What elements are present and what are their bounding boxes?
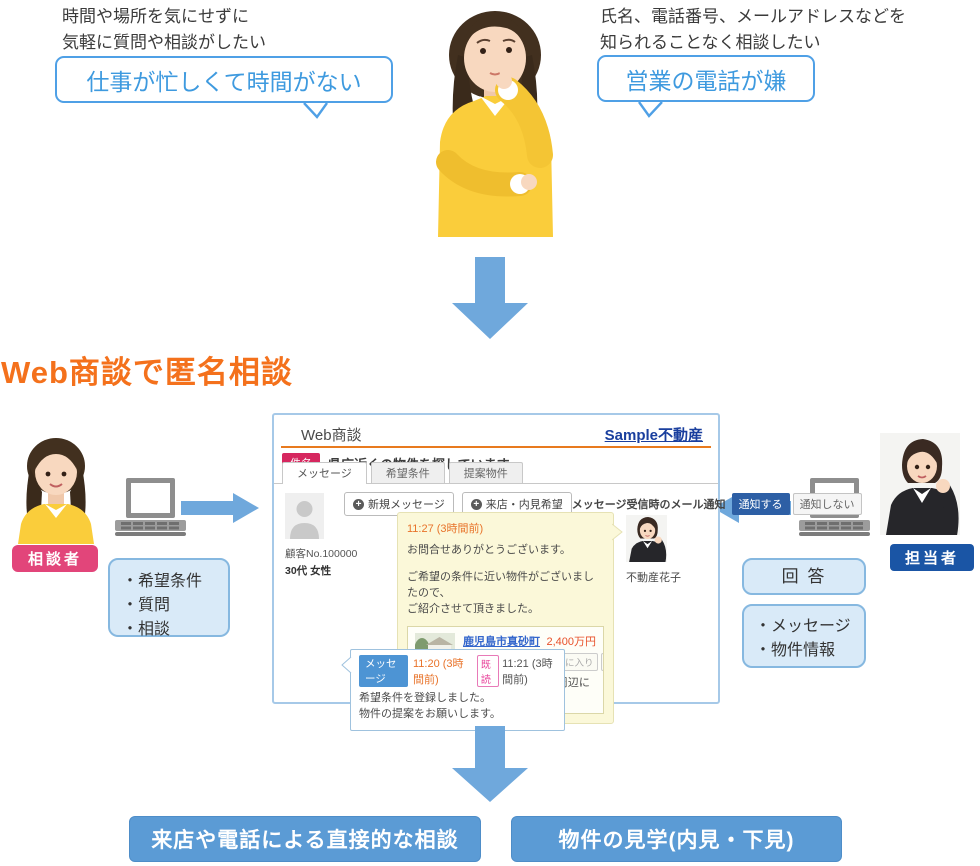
read-badge: 既読 [476,655,500,687]
speech-bubble-tail [637,97,664,118]
down-arrow-icon [452,257,528,339]
message-badge: メッセージ [359,655,408,687]
property-head: 鹿児島市真砂町 2,400万円 [463,633,596,649]
new-message-button-label: 新規メッセージ [368,499,445,511]
customer-avatar [285,493,324,539]
bubble-tail-left [341,656,352,677]
section-heading: Web商談で匿名相談 [1,355,293,390]
customer-profile: 30代 女性 [285,565,332,577]
anonymity-wish-note: 氏名、電話番号、メールアドレスなどを 知られることなく相談したい [600,7,906,52]
client-wish-note: 時間や場所を気にせずに 気軽に質問や相談がしたい [62,7,266,52]
client-send-item: ・質問 [122,597,171,614]
speech-bubble-tail [302,98,329,119]
mail-notification-label: メッセージ受信時のメール通知 [571,499,726,511]
result-direct-consultation: 来店や電話による直接的な相談 [129,816,481,862]
client-photo [10,434,102,549]
visit-request-button-label: 来店・内見希望 [485,499,563,511]
agent-message-body: ご希望の条件に近い物件がございましたので、 ご紹介させて頂きました。 [407,571,594,615]
right-arrow-icon [181,491,259,530]
agent-message-time: 11:27 (3時間前) [407,523,484,535]
bubble-tail-right [611,523,623,544]
agent-send-item: ・メッセージ [755,618,851,635]
agent-avatar-photo [626,515,667,566]
property-price: 2,400万円 [546,635,596,648]
new-message-button[interactable]: + 新規メッセージ [344,492,454,516]
circle-plus-icon: + [353,498,364,510]
client-send-item: ・希望条件 [122,573,203,590]
tab-wish-conditions[interactable]: 希望条件 [370,462,445,483]
result-property-viewing: 物件の見学(内見・下見) [511,816,842,862]
client-send-item: ・相談 [122,621,171,638]
panel-header: Web商談 Sample不動産 [281,415,711,448]
speech-bubble-busy-text: 仕事が忙しくて時間がない [86,68,362,95]
thinking-woman-photo [398,0,593,242]
panel-toolbar: + 新規メッセージ + 来店・内見希望 メッセージ受信時のメール通知 通知する … [344,492,862,516]
down-arrow-icon [452,726,528,802]
speech-bubble-sales-call: 営業の電話が嫌 [597,55,815,118]
client-role-badge: 相談者 [12,545,98,572]
notify-off-button[interactable]: 通知しない [792,493,862,515]
client-message-body: 希望条件を登録しました。 物件の提案をお願いします。 [359,692,501,720]
tab-messages[interactable]: メッセージ [282,462,367,484]
tag-viewing-request[interactable]: 内見希望 [600,652,603,671]
agent-answer-box: 回 答 [742,558,866,595]
speech-bubble-busy: 仕事が忙しくて時間がない [55,56,393,119]
agent-sends-box: ・メッセージ ・物件情報 [742,604,866,668]
customer-number: 顧客No.100000 [285,548,358,560]
speech-bubble-sales-call-text: 営業の電話が嫌 [625,67,787,94]
agent-photo [880,433,960,542]
company-link[interactable]: Sample不動産 [604,427,703,444]
panel-tabs: メッセージ 希望条件 提案物件 [274,462,718,484]
panel-title: Web商談 [301,427,362,444]
web-negotiation-panel: Web商談 Sample不動産 件名 県庁近くの物件を探しています メッセージ … [272,413,862,731]
tab-proposed-properties[interactable]: 提案物件 [448,462,523,483]
agent-name: 不動産花子 [626,572,681,584]
client-message-time: 11:20 (3時間前) [413,658,464,686]
notify-on-button[interactable]: 通知する [731,493,790,515]
client-message-bubble: メッセージ 11:20 (3時間前) 既読 11:21 (3時間前) 希望条件を… [341,649,565,731]
client-message-meta: メッセージ 11:20 (3時間前) 既読 11:21 (3時間前) [359,655,556,687]
client-sends-box: ・希望条件 ・質問 ・相談 [108,558,230,638]
read-time: 11:21 (3時間前) [502,658,553,686]
customer-info: 顧客No.100000 30代 女性 [285,493,358,578]
laptop-icon [113,477,188,542]
circle-plus-icon: + [470,498,482,510]
property-link[interactable]: 鹿児島市真砂町 [463,635,540,648]
agent-send-item: ・物件情報 [755,642,836,659]
agent-message-greeting: お問合せありがとうございます。 [407,544,571,556]
agent-profile: 不動産花子 [626,515,690,585]
agent-role-badge: 担当者 [890,544,974,571]
